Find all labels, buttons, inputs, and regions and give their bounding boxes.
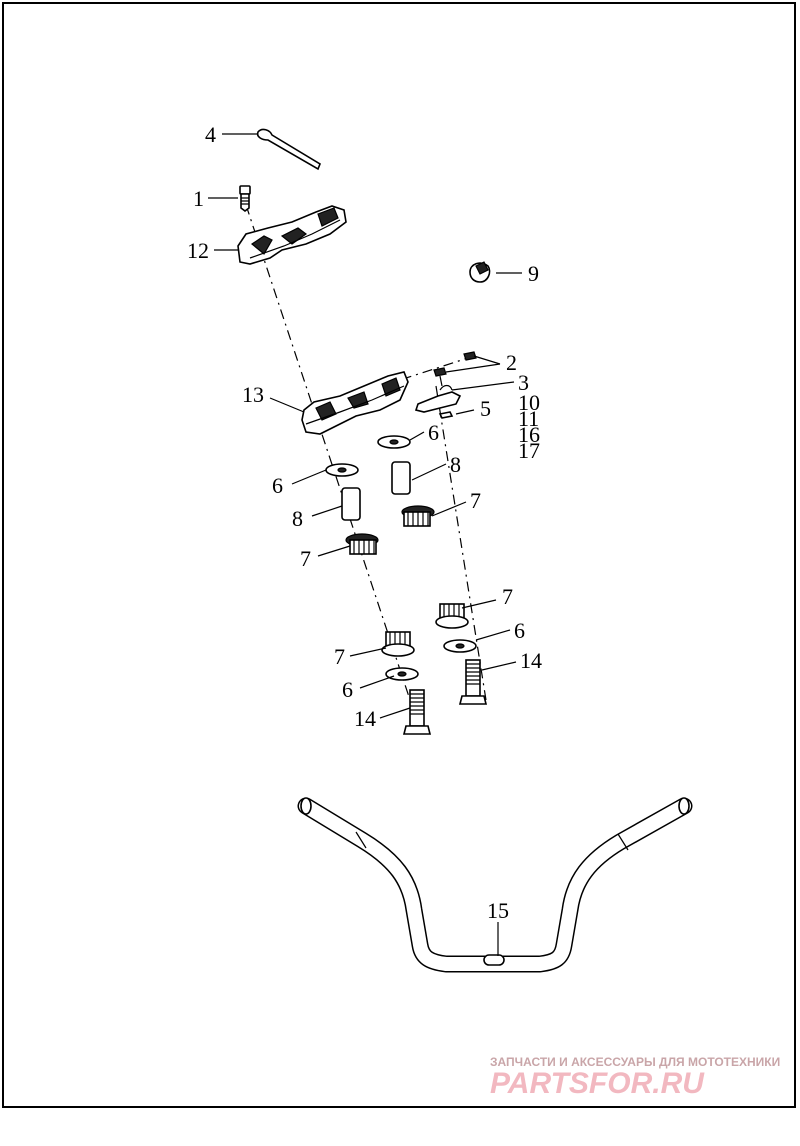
bushing-lower-left (381, 631, 415, 657)
watermark-tagline: ЗАПЧАСТИ И АКСЕССУАРЫ ДЛЯ МОТОТЕХНИКИ (490, 1055, 780, 1069)
bolt-right (458, 659, 488, 705)
small-screws (433, 351, 477, 387)
callout-7-c: 7 (502, 584, 513, 609)
bushing-upper-right (401, 505, 435, 527)
washer-upper-left (325, 463, 359, 477)
callout-7-b: 7 (300, 546, 311, 571)
callout-labels: 4 1 12 9 2 3 10 5 11 16 17 13 6 8 6 7 8 … (187, 122, 542, 923)
lower-clamp (301, 371, 409, 435)
bolt-left (402, 689, 432, 735)
callout-9: 9 (528, 261, 539, 286)
bushing-upper-left (345, 533, 379, 555)
bushing-lower-right (435, 603, 469, 629)
callout-8-a: 8 (450, 452, 461, 477)
spacer-right (391, 461, 411, 495)
callout-11: 11 (518, 406, 539, 431)
washer-lower-left (385, 667, 419, 681)
cable-strap (256, 128, 321, 171)
callout-4: 4 (205, 122, 216, 147)
watermark-brand: PARTSFOR.RU (490, 1067, 705, 1100)
screw (239, 185, 251, 212)
callout-5: 5 (480, 396, 491, 421)
callout-15: 15 (487, 898, 509, 923)
callout-1: 1 (193, 186, 204, 211)
spacer-left (341, 487, 361, 521)
leader-lines (208, 133, 522, 956)
callout-3: 3 (518, 370, 529, 395)
callout-13: 13 (242, 382, 264, 407)
callout-6-b: 6 (272, 473, 283, 498)
watermark: ЗАПЧАСТИ И АКСЕССУАРЫ ДЛЯ МОТОТЕХНИКИ PA… (490, 1055, 780, 1100)
callout-17: 17 (518, 438, 540, 463)
handlebar (297, 797, 693, 973)
callout-10: 10 (518, 390, 540, 415)
callout-8-b: 8 (292, 506, 303, 531)
washer-lower-right (443, 639, 477, 653)
callout-14-b: 14 (354, 706, 376, 731)
switch-bracket (414, 384, 462, 413)
washer-upper-right (377, 435, 411, 449)
callout-12: 12 (187, 238, 209, 263)
callout-16: 16 (518, 422, 540, 447)
wire-clip (469, 261, 491, 283)
callout-6-d: 6 (342, 677, 353, 702)
callout-6-c: 6 (514, 618, 525, 643)
callout-7-a: 7 (470, 488, 481, 513)
callout-7-d: 7 (334, 644, 345, 669)
small-fastener (438, 411, 454, 419)
callout-2: 2 (506, 350, 517, 375)
upper-clamp (237, 205, 347, 265)
callout-6-a: 6 (428, 420, 439, 445)
diagram-frame (2, 2, 796, 1108)
callout-14-a: 14 (520, 648, 542, 673)
centerlines (245, 204, 487, 731)
